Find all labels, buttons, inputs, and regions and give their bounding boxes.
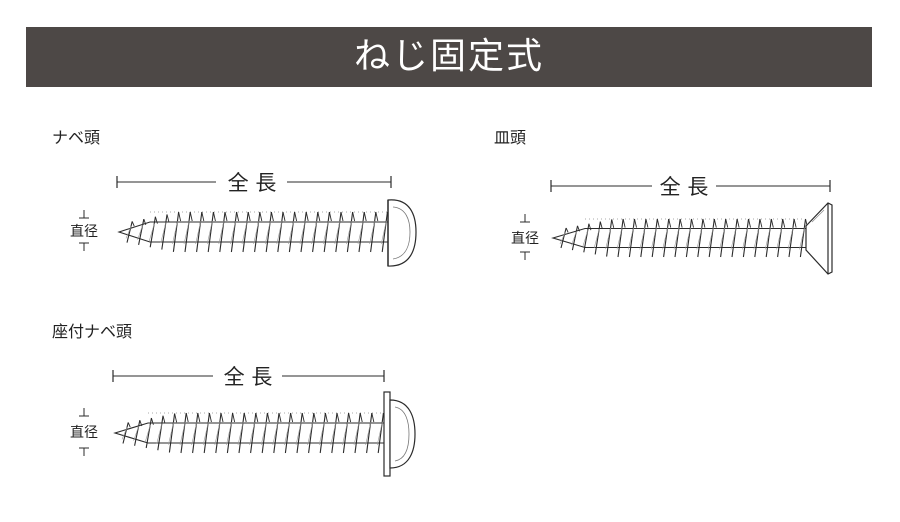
length-label: 全 長 — [224, 365, 273, 389]
diameter-label: 直径 — [70, 424, 98, 441]
flat-head-icon — [805, 202, 833, 275]
flat-head-label: 皿頭 — [494, 128, 527, 147]
diameter-dimension: 直径 — [70, 210, 98, 251]
length-dimension: 全 長 — [550, 175, 831, 199]
diameter-label: 直径 — [70, 223, 98, 240]
length-dimension: 全 長 — [116, 171, 392, 195]
length-label: 全 長 — [660, 175, 709, 199]
pan-head-label: ナベ頭 — [52, 128, 101, 147]
header-banner: ねじ固定式 — [26, 27, 872, 87]
screw-thread — [117, 211, 390, 253]
washer-pan-head-icon — [383, 391, 416, 477]
page-title: ねじ固定式 — [353, 36, 544, 77]
length-label: 全 長 — [228, 171, 277, 195]
diameter-dimension: 直径 — [70, 408, 98, 456]
length-dimension: 全 長 — [112, 365, 385, 389]
washer-pan-head-label: 座付ナベ頭 — [52, 322, 133, 341]
screw-thread — [551, 218, 808, 258]
diameter-label: 直径 — [511, 230, 539, 247]
diameter-dimension: 直径 — [511, 214, 539, 260]
screw-thread — [113, 412, 386, 454]
pan-head-icon — [387, 199, 417, 267]
